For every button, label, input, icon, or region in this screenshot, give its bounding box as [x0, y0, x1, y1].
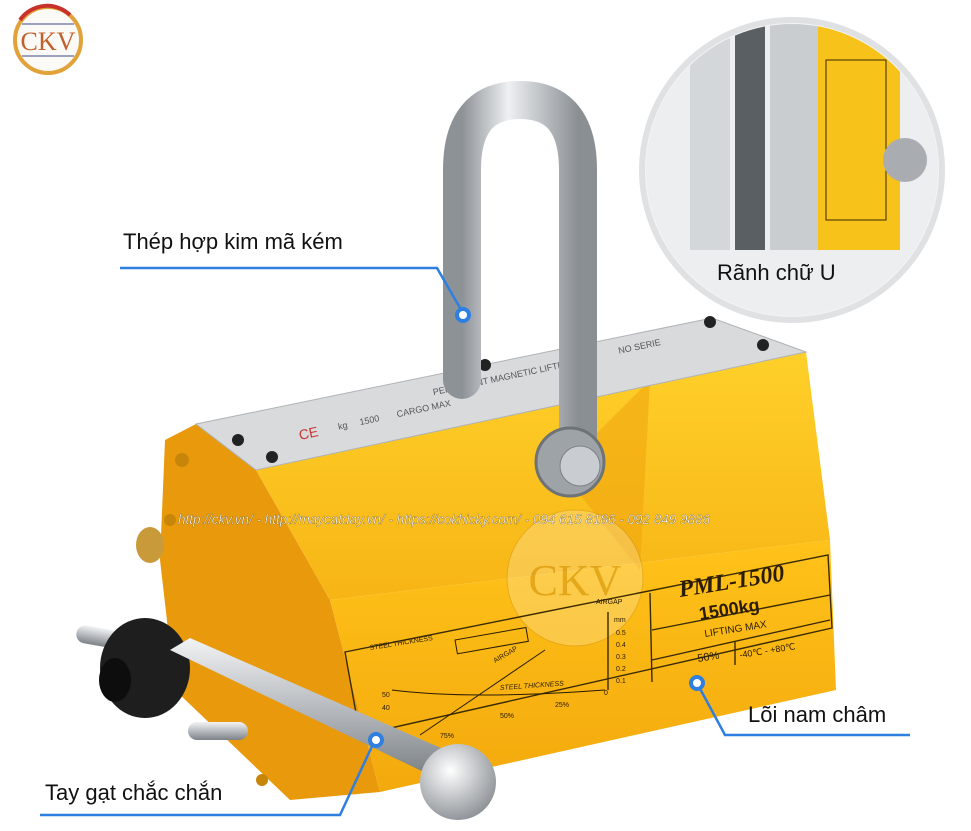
svg-text:50%: 50% [697, 650, 721, 665]
brass-knob [136, 527, 164, 563]
callout-dot-shackle [455, 307, 471, 323]
svg-text:40: 40 [382, 705, 390, 712]
svg-text:0.5: 0.5 [616, 630, 626, 637]
svg-text:CE: CE [297, 423, 319, 443]
callout-dot-core [689, 675, 705, 691]
svg-text:50: 50 [382, 692, 390, 699]
svg-text:kg: kg [337, 420, 348, 432]
callout-lines [40, 266, 910, 817]
screws [232, 316, 769, 463]
callout-handle-label: Tay gạt chắc chắn [45, 780, 223, 805]
callout-dot-handle [368, 732, 384, 748]
svg-text:0.1: 0.1 [616, 678, 626, 685]
svg-text:AIRGAP: AIRGAP [596, 599, 623, 606]
nameplate [344, 554, 833, 736]
svg-text:CKV: CKV [21, 27, 76, 56]
svg-text:0.3: 0.3 [616, 654, 626, 661]
svg-text:75%: 75% [440, 733, 454, 740]
handle-ball [420, 744, 496, 820]
top-plate [194, 317, 808, 471]
svg-text:25%: 25% [555, 702, 569, 709]
svg-text:STEEL THICKNESS: STEEL THICKNESS [500, 681, 565, 692]
groove-detail-inset [639, 17, 945, 323]
svg-text:0.4: 0.4 [616, 642, 626, 649]
svg-text:0: 0 [604, 690, 608, 697]
ckv-logo: CKV [13, 3, 83, 75]
ckv-watermark: CKV [506, 509, 644, 647]
callout-shackle-label: Thép hợp kim mã kém [123, 229, 343, 254]
svg-text:1500: 1500 [359, 413, 381, 427]
callout-core-label: Lõi nam châm [748, 702, 887, 727]
airgap-unit-label: mm [614, 617, 626, 624]
lifter-front-face [330, 540, 836, 792]
svg-text:0.2: 0.2 [616, 666, 626, 673]
url-watermark: http://ckv.vn/ - http://maycatday.vn/ - … [178, 512, 711, 527]
svg-text:CKV: CKV [529, 556, 622, 605]
svg-text:50%: 50% [500, 713, 514, 720]
shackle [443, 80, 597, 469]
callout-groove-label: Rãnh chữ U [717, 260, 836, 285]
